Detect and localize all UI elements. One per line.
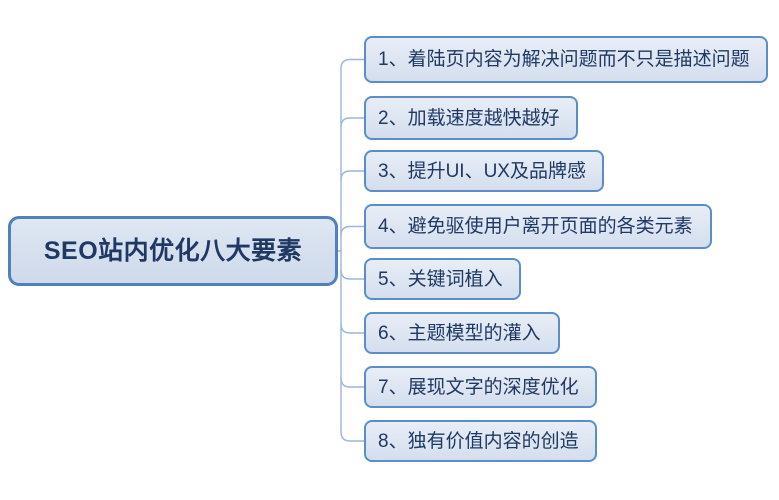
connector-branch-1 <box>340 58 365 70</box>
branch-node-label: 6、主题模型的灌入 <box>378 322 541 344</box>
branch-node-3[interactable]: 3、提升UI、UX及品牌感 <box>364 150 604 192</box>
connector-branch-7 <box>340 377 365 388</box>
connector-branch-6 <box>340 323 365 334</box>
branch-node-label: 1、着陆页内容为解决问题而不只是描述问题 <box>378 49 750 70</box>
connector-branch-2 <box>340 117 365 128</box>
branch-node-6[interactable]: 6、主题模型的灌入 <box>364 312 560 354</box>
branch-node-label: 2、加载速度越快越好 <box>378 107 560 129</box>
branch-node-7[interactable]: 7、展现文字的深度优化 <box>364 366 597 408</box>
connector-branch-3 <box>340 170 365 181</box>
branch-node-1[interactable]: 1、着陆页内容为解决问题而不只是描述问题 <box>364 36 768 83</box>
branch-node-label: 3、提升UI、UX及品牌感 <box>378 160 586 182</box>
connector-branch-4 <box>340 225 365 237</box>
branch-node-8[interactable]: 8、独有价值内容的创造 <box>364 420 597 462</box>
central-node[interactable]: SEO站内优化八大要素 <box>8 216 338 286</box>
branch-node-label: 7、展现文字的深度优化 <box>378 376 579 398</box>
connector-branch-5 <box>340 269 365 280</box>
connector-branch-8 <box>340 431 365 442</box>
branch-node-label: 8、独有价值内容的创造 <box>378 430 579 452</box>
central-node-label: SEO站内优化八大要素 <box>43 236 303 265</box>
branch-node-label: 5、关键词植入 <box>378 268 503 290</box>
branch-node-5[interactable]: 5、关键词植入 <box>364 258 521 300</box>
branch-node-4[interactable]: 4、避免驱使用户离开页面的各类元素 <box>364 204 712 249</box>
branch-node-2[interactable]: 2、加载速度越快越好 <box>364 96 578 140</box>
branch-node-label: 4、避免驱使用户离开页面的各类元素 <box>378 216 693 237</box>
